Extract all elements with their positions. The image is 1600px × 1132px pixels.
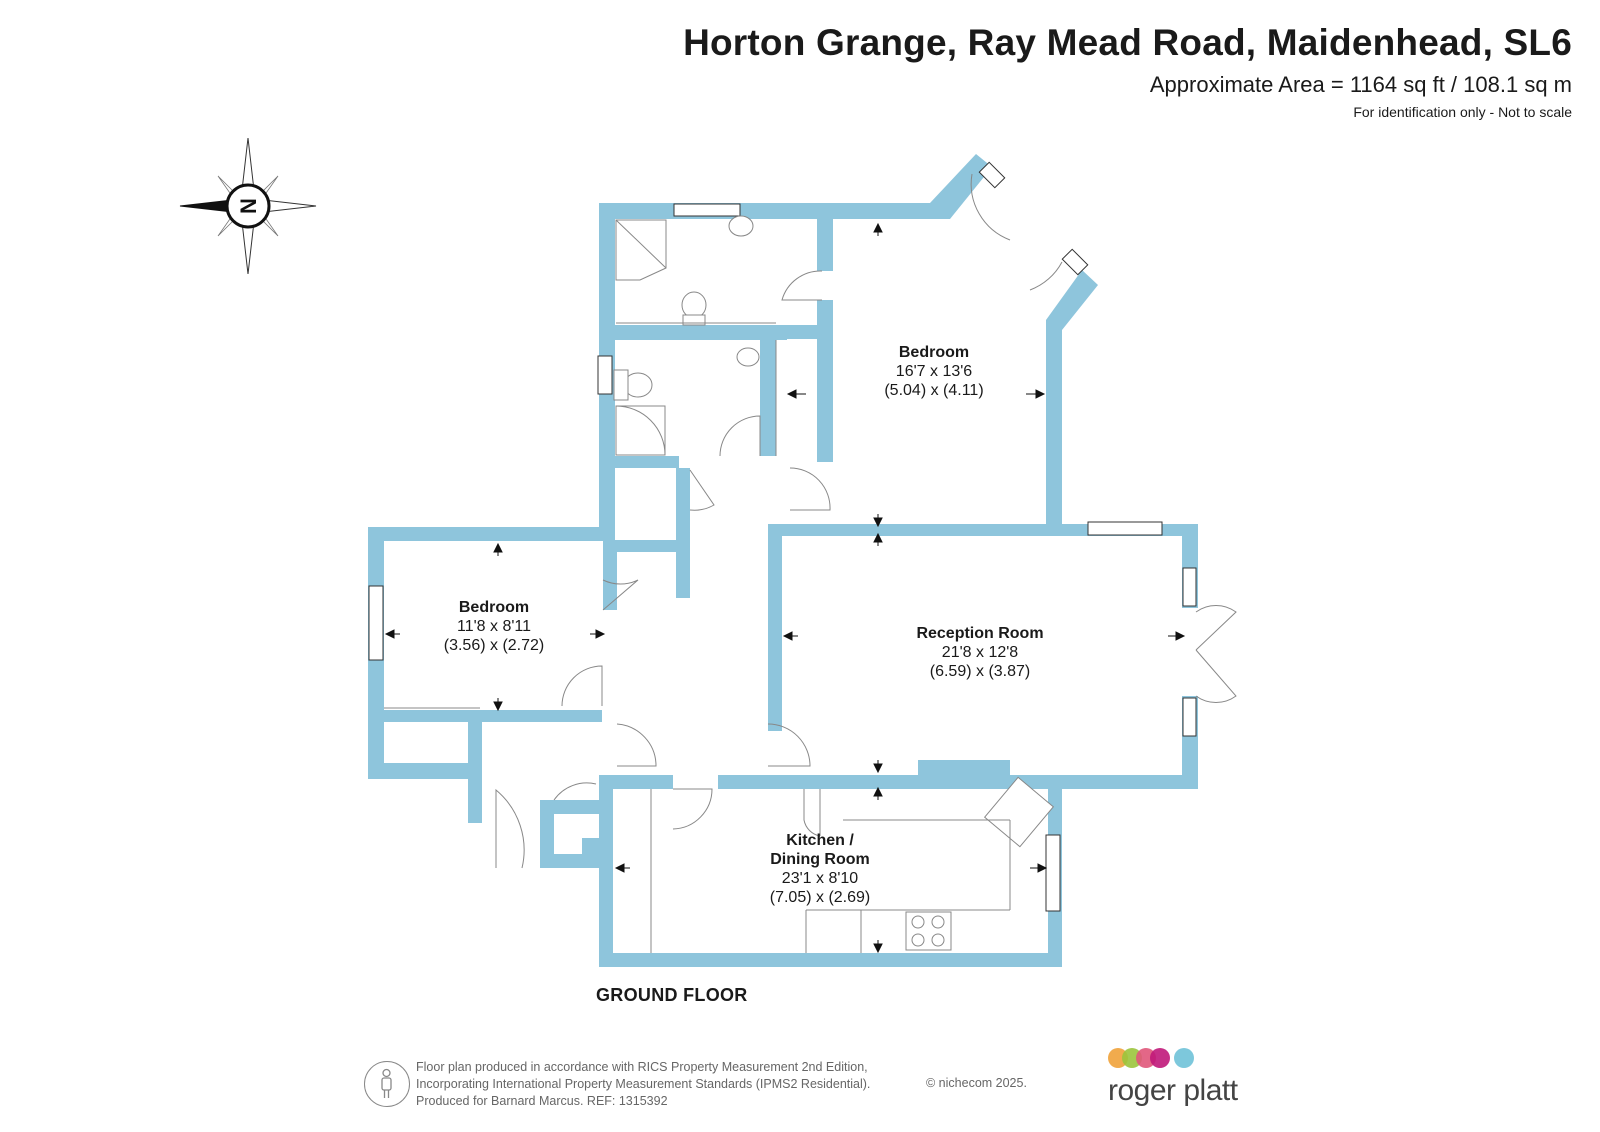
door-swings (495, 173, 1237, 869)
basin-icon (728, 215, 754, 237)
walls (368, 154, 1198, 967)
brand-logo: roger platt (1108, 1048, 1238, 1108)
footer-notes: Floor plan produced in accordance with R… (416, 1059, 870, 1110)
footer-line-1: Floor plan produced in accordance with R… (416, 1060, 868, 1074)
property-title: Horton Grange, Ray Mead Road, Maidenhead… (683, 22, 1572, 63)
room-kitchen: Kitchen / Dining Room 23'1 x 8'10 (7.05)… (770, 832, 870, 906)
room-size-metric: (6.59) x (3.87) (930, 663, 1030, 680)
room-size-imperial: 23'1 x 8'10 (782, 870, 858, 887)
header: Horton Grange, Ray Mead Road, Maidenhead… (683, 22, 1572, 120)
room-size-imperial: 16'7 x 13'6 (896, 363, 972, 380)
approximate-area: Approximate Area = 1164 sq ft / 108.1 sq… (1149, 72, 1572, 97)
brand-name: roger platt (1108, 1074, 1238, 1107)
compass-letter: N (236, 198, 261, 214)
room-bedroom-main: Bedroom 16'7 x 13'6 (5.04) x (4.11) (884, 344, 983, 399)
room-name: Bedroom (459, 599, 529, 616)
room-size-metric: (7.05) x (2.69) (770, 889, 870, 906)
brand-dots (1108, 1048, 1238, 1072)
hob-icon (905, 911, 952, 951)
room-name-line1: Kitchen / (786, 832, 854, 849)
brand-dot (1150, 1048, 1170, 1068)
room-name: Reception Room (916, 625, 1043, 642)
room-name: Bedroom (899, 344, 969, 361)
room-size-metric: (5.04) x (4.11) (884, 382, 983, 399)
person-icon (364, 1061, 410, 1107)
fixtures (613, 215, 1055, 951)
floor-label: GROUND FLOOR (596, 985, 748, 1005)
footer-line-2: Incorporating International Property Mea… (416, 1077, 871, 1091)
room-bedroom-second: Bedroom 11'8 x 8'11 (3.56) x (2.72) (444, 599, 544, 654)
shower-icon (615, 219, 667, 281)
copyright: © nichecom 2025. (926, 1076, 1027, 1090)
room-name-line2: Dining Room (770, 851, 870, 868)
room-reception: Reception Room 21'8 x 12'8 (6.59) x (3.8… (916, 625, 1043, 680)
room-size-imperial: 21'8 x 12'8 (942, 644, 1018, 661)
room-size-metric: (3.56) x (2.72) (444, 637, 544, 654)
dimension-arrows (384, 222, 1186, 954)
room-size-imperial: 11'8 x 8'11 (457, 618, 531, 635)
basin-icon (736, 347, 760, 367)
identification-note: For identification only - Not to scale (1353, 104, 1572, 120)
worktops (384, 322, 1011, 953)
compass-icon: N (179, 137, 317, 275)
sink-icon (983, 776, 1055, 848)
windows (368, 161, 1197, 912)
brand-dot (1174, 1048, 1194, 1068)
toilet-icon (681, 291, 707, 319)
footer-line-3: Produced for Barnard Marcus. REF: 131539… (416, 1094, 668, 1108)
